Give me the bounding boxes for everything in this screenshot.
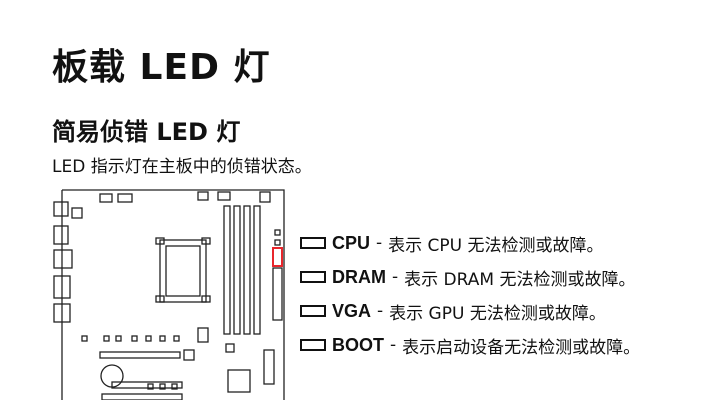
legend-separator: - xyxy=(377,301,384,321)
connector xyxy=(263,349,275,385)
legend-led-text: 表示 CPU 无法检测或故障。 xyxy=(388,235,604,256)
legend-item-boot: BOOT - 表示启动设备无法检测或故障。 xyxy=(300,328,700,362)
pin xyxy=(147,383,154,390)
pin xyxy=(173,335,180,342)
legend-led-text: 表示 DRAM 无法检测或故障。 xyxy=(404,269,636,290)
pin xyxy=(159,335,166,342)
pcie-slot xyxy=(101,393,183,400)
pin xyxy=(115,335,122,342)
component xyxy=(197,191,209,201)
legend-separator: - xyxy=(390,335,397,355)
component xyxy=(225,343,235,353)
rear-io-port xyxy=(53,225,69,245)
debug-led-highlight xyxy=(272,247,283,267)
motherboard-diagram xyxy=(53,189,285,400)
debug-led-cpu xyxy=(274,229,281,236)
board-outline xyxy=(61,189,285,400)
section-description: LED 指示灯在主板中的侦错状态。 xyxy=(52,157,312,177)
component xyxy=(217,191,231,201)
component xyxy=(99,193,113,203)
cpu-socket-tab xyxy=(201,237,211,245)
section-title: 简易侦错 LED 灯 xyxy=(52,118,241,146)
pin xyxy=(81,335,88,342)
dimm-slot xyxy=(253,205,261,335)
dimm-slot xyxy=(233,205,241,335)
rear-io-port xyxy=(53,249,73,269)
pin xyxy=(131,335,138,342)
cpu-socket-tab xyxy=(201,295,211,303)
pcie-slot xyxy=(111,381,183,389)
component xyxy=(117,193,133,203)
m2-connector xyxy=(183,349,195,361)
cpu-socket-tab xyxy=(155,295,165,303)
legend-led-name: DRAM xyxy=(332,266,386,287)
pin xyxy=(171,383,178,390)
cmos-battery xyxy=(100,364,124,388)
legend-item-vga: VGA - 表示 GPU 无法检测或故障。 xyxy=(300,294,700,328)
chipset xyxy=(227,369,251,393)
rear-io-port xyxy=(53,275,71,299)
component xyxy=(259,191,271,203)
legend-item-dram: DRAM - 表示 DRAM 无法检测或故障。 xyxy=(300,260,700,294)
led-box-icon xyxy=(300,271,326,283)
led-box-icon xyxy=(300,237,326,249)
legend-led-name: BOOT xyxy=(332,334,384,355)
atx-power-connector xyxy=(272,267,283,321)
legend-led-text: 表示 GPU 无法检测或故障。 xyxy=(389,303,606,324)
pcie-slot xyxy=(99,351,181,359)
cpu-socket-inner xyxy=(165,245,201,297)
dimm-slot xyxy=(243,205,251,335)
cpu-socket xyxy=(159,239,207,303)
rear-io-port xyxy=(53,303,71,323)
led-legend: CPU - 表示 CPU 无法检测或故障。 DRAM - 表示 DRAM 无法检… xyxy=(300,226,700,362)
page-title: 板载 LED 灯 xyxy=(52,47,271,88)
legend-separator: - xyxy=(392,267,399,287)
debug-led-boot xyxy=(274,239,281,246)
component xyxy=(197,327,209,343)
pin xyxy=(103,335,110,342)
rear-io-port xyxy=(71,207,83,219)
legend-led-name: CPU xyxy=(332,232,371,253)
legend-led-text: 表示启动设备无法检测或故障。 xyxy=(402,337,641,358)
cpu-socket-tab xyxy=(155,237,165,245)
legend-item-cpu: CPU - 表示 CPU 无法检测或故障。 xyxy=(300,226,700,260)
dimm-slot xyxy=(223,205,231,335)
legend-led-name: VGA xyxy=(332,300,372,321)
pin xyxy=(159,383,166,390)
pin xyxy=(145,335,152,342)
led-box-icon xyxy=(300,339,326,351)
legend-separator: - xyxy=(376,233,383,253)
rear-io-port xyxy=(53,201,69,217)
led-box-icon xyxy=(300,305,326,317)
